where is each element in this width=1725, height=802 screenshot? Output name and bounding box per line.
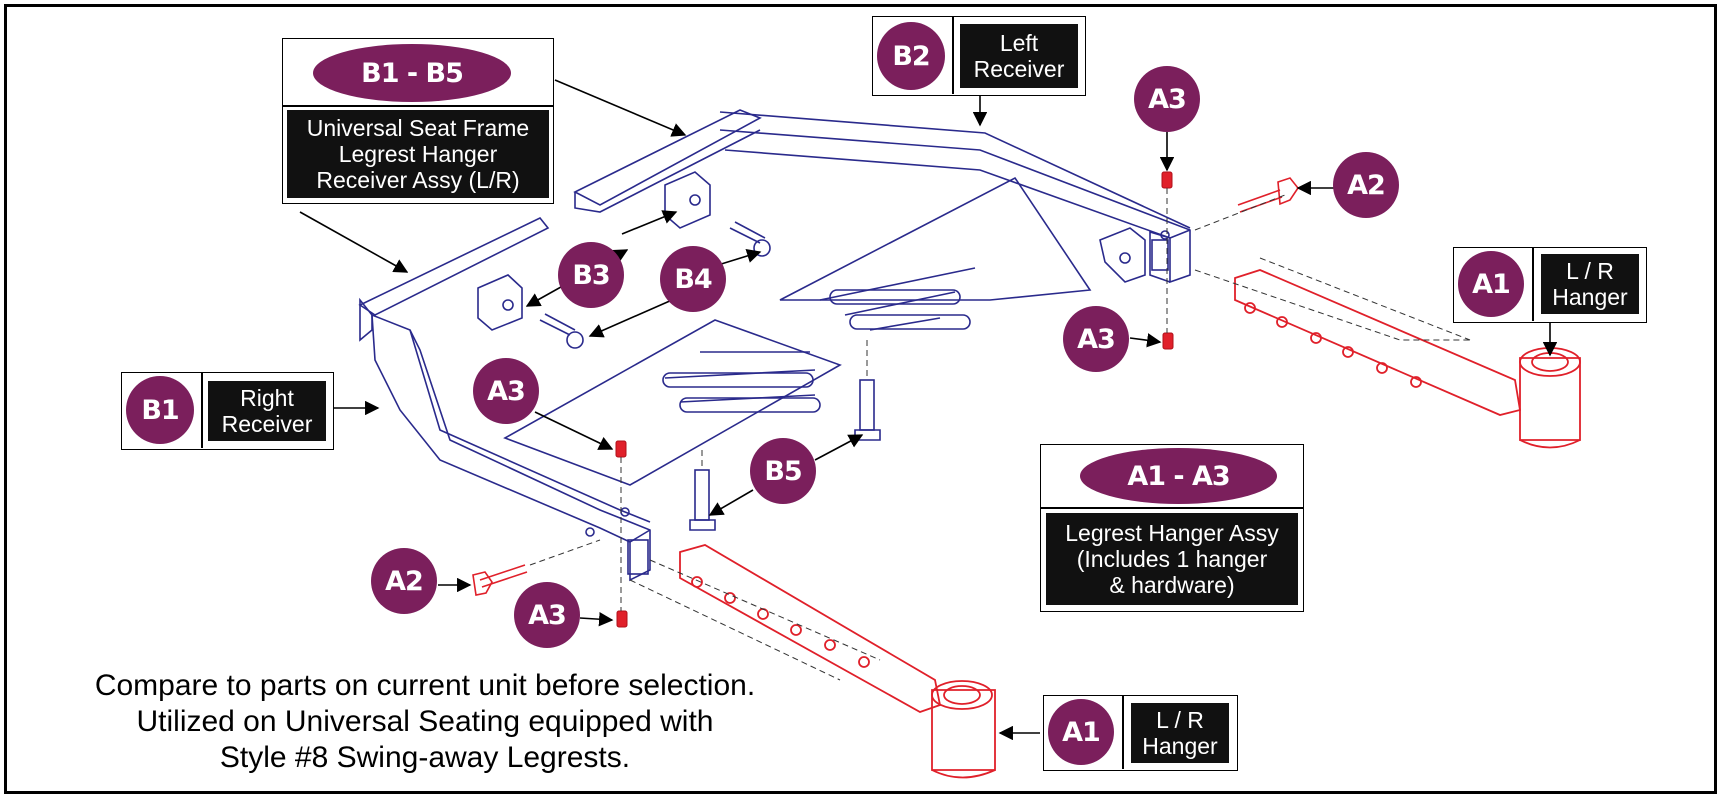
- badge-a1-bottom: A1: [1048, 699, 1114, 765]
- label-line: Receiver Assy (L/R): [316, 167, 520, 193]
- badge-b2: B2: [877, 22, 945, 90]
- label-line: Left: [999, 30, 1039, 56]
- label-legrest-hanger-assy: Legrest Hanger Assy (Includes 1 hanger &…: [1046, 513, 1298, 605]
- badge-b3: B3: [558, 242, 624, 308]
- assembly-guides: [529, 188, 1471, 681]
- badge-a3-right-mid: A3: [1063, 306, 1129, 372]
- note-line: Style #8 Swing-away Legrests.: [219, 741, 631, 774]
- label-line: L / R: [1566, 258, 1614, 284]
- callout-divider: [201, 373, 203, 448]
- badge-b1-b5: B1 - B5: [313, 44, 511, 102]
- badge-a1-top: A1: [1458, 251, 1524, 317]
- compatibility-note: Compare to parts on current unit before …: [40, 668, 810, 776]
- callout-divider: [1532, 248, 1534, 321]
- label-hanger-top: L / R Hanger: [1541, 254, 1639, 314]
- label-hanger-bottom: L / R Hanger: [1131, 703, 1229, 763]
- set-screws: [615, 171, 1174, 628]
- leader-lines: [299, 79, 1558, 741]
- note-line: Utilized on Universal Seating equipped w…: [136, 705, 714, 738]
- label-line: Hanger: [1552, 284, 1628, 310]
- badge-a3-upper-right: A3: [1134, 66, 1200, 132]
- callout-divider: [1122, 696, 1124, 769]
- legrest-hangers: [679, 269, 1581, 779]
- label-line: Hanger: [1142, 733, 1218, 759]
- badge-a2-right: A2: [1333, 152, 1399, 218]
- label-line: (Includes 1 hanger: [1076, 546, 1268, 572]
- left-receiver-frame: [573, 109, 1191, 284]
- label-line: Right: [240, 385, 294, 411]
- right-receiver-frame: [358, 217, 651, 582]
- badge-a3-lower-left: A3: [514, 582, 580, 648]
- badge-a1-a3: A1 - A3: [1080, 448, 1277, 504]
- callout-divider: [952, 17, 954, 94]
- label-left-receiver: Left Receiver: [960, 24, 1078, 88]
- callout-divider: [1041, 507, 1303, 509]
- slotted-plates: [503, 176, 1092, 486]
- label-line: Universal Seat Frame: [306, 115, 530, 141]
- label-line: Receiver: [221, 411, 313, 437]
- label-seat-frame-assy: Universal Seat Frame Legrest Hanger Rece…: [287, 110, 549, 198]
- label-line: Legrest Hanger Assy: [1065, 520, 1279, 546]
- label-line: & hardware): [1109, 572, 1235, 598]
- callout-divider: [283, 105, 553, 107]
- badge-a3-center: A3: [473, 358, 539, 424]
- badge-b1: B1: [126, 376, 194, 444]
- badge-b5: B5: [750, 438, 816, 504]
- label-right-receiver: Right Receiver: [208, 381, 326, 441]
- diagram-border: [4, 4, 1717, 794]
- badge-a2-left: A2: [371, 548, 437, 614]
- label-line: Receiver: [973, 56, 1065, 82]
- label-line: L / R: [1156, 707, 1204, 733]
- label-line: Legrest Hanger: [338, 141, 498, 167]
- note-line: Compare to parts on current unit before …: [94, 669, 756, 702]
- badge-b4: B4: [660, 246, 726, 312]
- bolts: [539, 221, 881, 531]
